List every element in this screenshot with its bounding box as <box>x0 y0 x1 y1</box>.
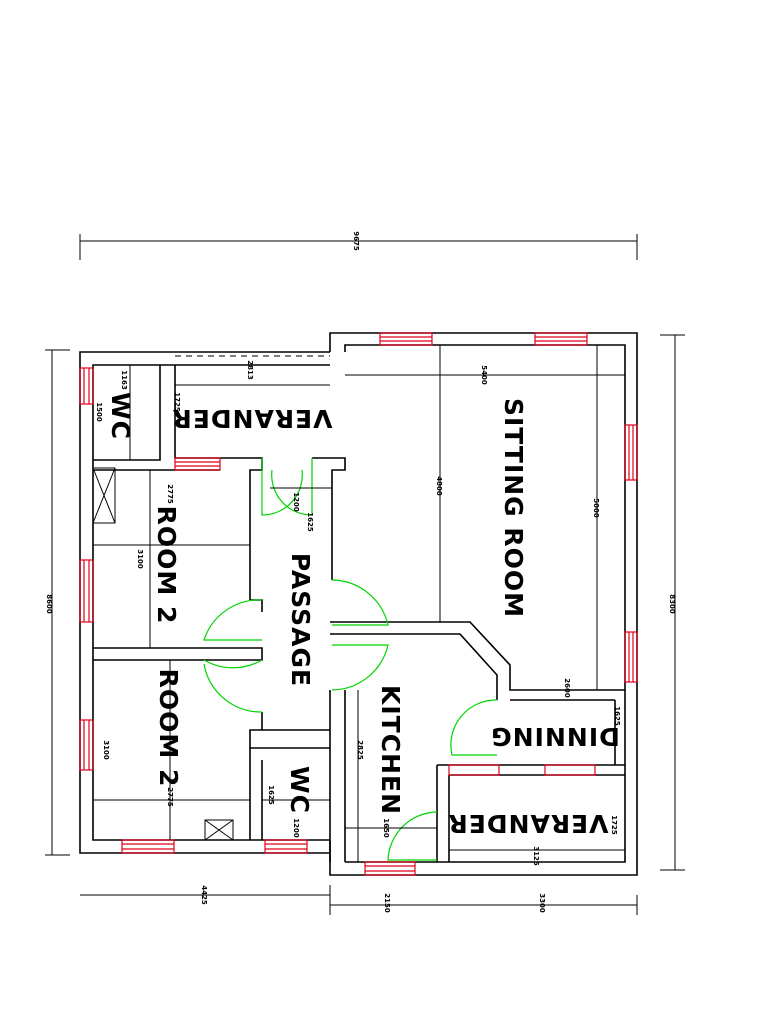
dim-dinning-b: 1625 <box>613 706 621 726</box>
label-sitting-room: SITTING ROOM <box>499 398 528 618</box>
dim-room2-top-a: 2775 <box>166 484 174 504</box>
dim-overall-right: 8300 <box>668 594 676 614</box>
label-verander-top: VERANDER <box>171 404 332 433</box>
dim-wc-bot-b: 1200 <box>292 818 300 838</box>
dim-kitchen-b: 1650 <box>382 818 390 838</box>
dimension-labels: 9675 8600 8300 4425 2150 3300 5400 4800 … <box>45 231 676 913</box>
dim-room2-bot-b: 2775 <box>166 787 174 807</box>
room-labels: SITTING ROOM VERANDER WC ROOM 2 PASSAGE … <box>106 392 620 838</box>
dimension-lines <box>45 234 685 915</box>
doors <box>203 458 498 861</box>
label-dinning: DINNING <box>490 722 620 751</box>
dim-sitting-left: 4800 <box>435 476 443 496</box>
dim-room2-top-b: 3100 <box>136 549 144 569</box>
dim-room2-bot-a: 3100 <box>102 740 110 760</box>
dim-overall-top: 9675 <box>352 231 360 251</box>
label-wc-bottom: WC <box>285 766 314 814</box>
dim-wc-bot-a: 1625 <box>267 785 275 805</box>
dim-bottom-left: 4425 <box>200 885 208 905</box>
dim-verander-top-h: 1725 <box>173 392 181 412</box>
dim-overall-left: 8600 <box>45 594 53 614</box>
label-verander-bottom: VERANDER <box>447 809 608 838</box>
dim-sitting-right: 5000 <box>592 498 600 518</box>
label-room2-top: ROOM 2 <box>152 506 181 625</box>
label-kitchen: KITCHEN <box>376 685 405 815</box>
windows <box>79 332 638 876</box>
label-wc-top: WC <box>106 392 135 440</box>
dim-verander-top-w: 2813 <box>246 360 254 380</box>
dim-wc-top-a: 1163 <box>120 370 128 390</box>
label-passage: PASSAGE <box>286 553 315 687</box>
label-room2-bottom: ROOM 2 <box>154 669 183 788</box>
dim-wc-top-b: 1500 <box>95 402 103 422</box>
dim-verander-bot-b: 1725 <box>610 815 618 835</box>
dim-passage-b: 1625 <box>306 512 314 532</box>
room-dimension-lines <box>93 345 625 862</box>
dim-verander-bot-a: 3125 <box>532 846 540 866</box>
dim-bottom-right: 3300 <box>538 893 546 913</box>
dim-sitting-width: 5400 <box>480 365 488 385</box>
dim-kitchen-a: 2825 <box>356 740 364 760</box>
wc-fixtures <box>92 467 234 841</box>
dim-passage-a: 1200 <box>292 492 300 512</box>
dim-dinning-a: 2600 <box>563 678 571 698</box>
dim-bottom-mid: 2150 <box>383 893 391 913</box>
